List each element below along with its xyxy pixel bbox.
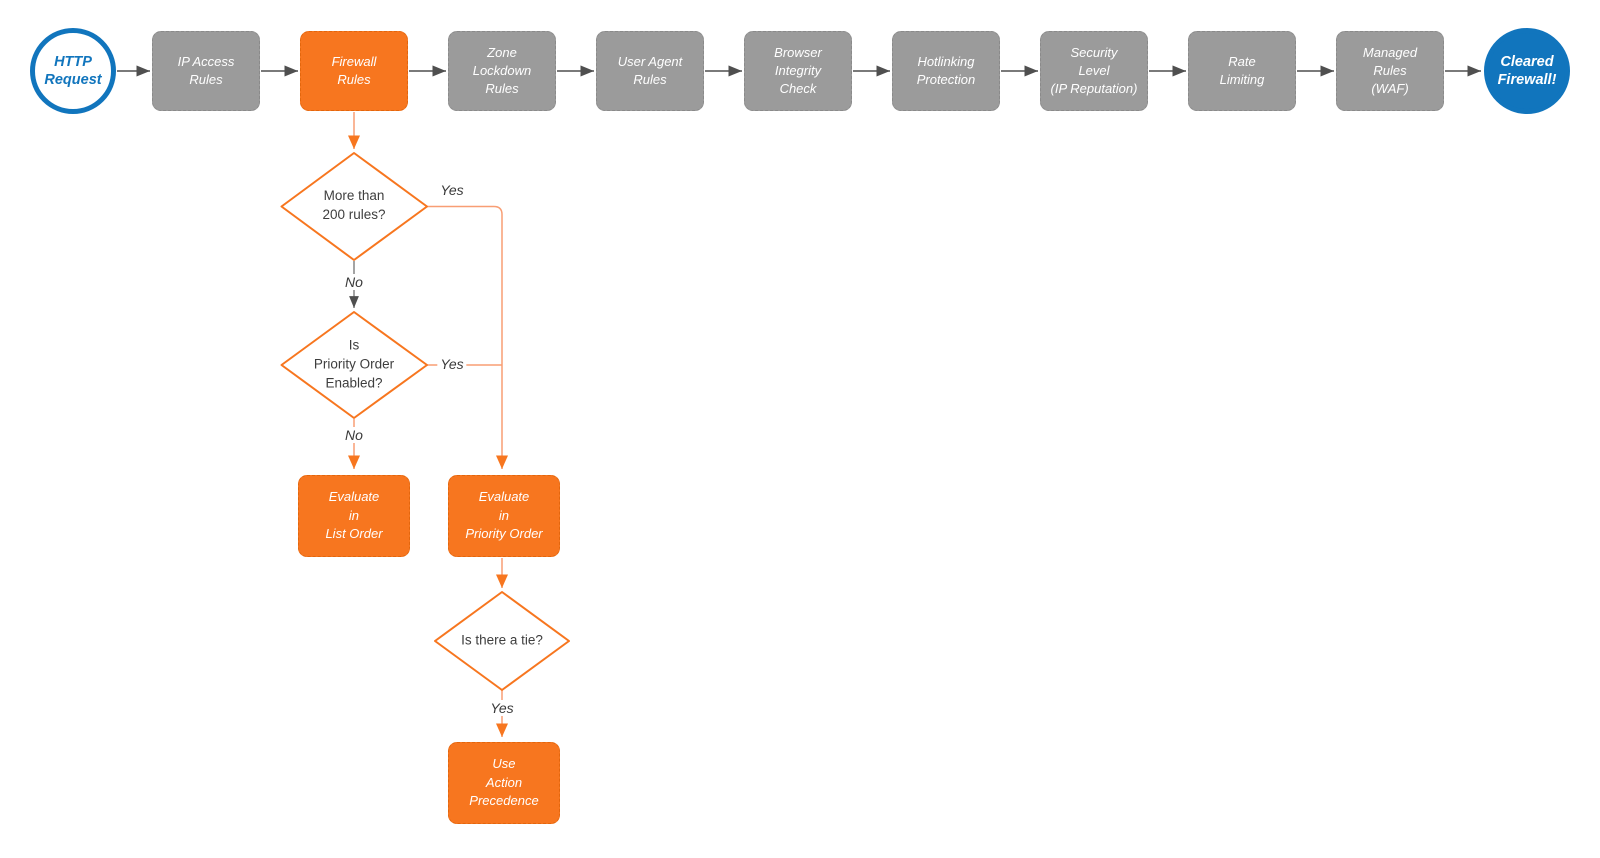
edge-label-decision2-yes: Yes (437, 356, 467, 372)
node-label: HTTP Request (44, 53, 102, 88)
node-security-level: Security Level (IP Reputation) (1040, 31, 1148, 111)
node-http-request: HTTP Request (30, 28, 116, 114)
node-evaluate-priority-order: Evaluate in Priority Order (448, 475, 560, 557)
decision-priority-order-enabled-label: Is Priority Order Enabled? (313, 337, 395, 391)
node-zone-lockdown-rules: Zone Lockdown Rules (448, 31, 556, 111)
node-user-agent-rules: User Agent Rules (596, 31, 704, 111)
node-firewall-rules: Firewall Rules (300, 31, 408, 111)
node-label: Evaluate in List Order (325, 488, 383, 542)
node-label: Browser Integrity Check (774, 45, 822, 96)
node-label: IP Access Rules (177, 54, 235, 87)
node-evaluate-list-order: Evaluate in List Order (298, 475, 410, 557)
decision-is-there-a-tie-label: Is there a tie? (461, 632, 543, 648)
decision-more-than-200-rules-label: More than 200 rules? (322, 188, 386, 222)
diamond-priority-order-enabled (280, 311, 428, 419)
node-label: Zone Lockdown Rules (472, 45, 532, 96)
node-label: Rate Limiting (1219, 54, 1265, 87)
edge-label-decision3-yes: Yes (487, 700, 517, 716)
node-cleared-firewall: Cleared Firewall! (1484, 28, 1570, 114)
diamond-more-than-200-rules (280, 152, 428, 261)
node-rate-limiting: Rate Limiting (1188, 31, 1296, 111)
node-browser-integrity-check: Browser Integrity Check (744, 31, 852, 111)
edge-label-decision1-no: No (342, 274, 366, 290)
diamond-is-there-a-tie (434, 591, 570, 691)
node-label: Managed Rules (WAF) (1362, 45, 1418, 96)
edge-label-decision1-yes: Yes (437, 182, 467, 198)
node-ip-access-rules: IP Access Rules (152, 31, 260, 111)
decision-diamonds (280, 152, 570, 691)
node-label: Security Level (IP Reputation) (1050, 45, 1138, 96)
edge-label-decision2-no: No (342, 427, 366, 443)
node-label: Firewall Rules (331, 54, 377, 87)
node-hotlinking-protection: Hotlinking Protection (892, 31, 1000, 111)
node-label: Hotlinking Protection (916, 54, 976, 87)
node-label: Use Action Precedence (469, 755, 539, 809)
node-use-action-precedence: Use Action Precedence (448, 742, 560, 824)
arrow-decision1-yes (427, 205, 508, 469)
node-label: User Agent Rules (617, 54, 683, 87)
node-managed-rules-waf: Managed Rules (WAF) (1336, 31, 1444, 111)
node-label: Evaluate in Priority Order (465, 488, 543, 542)
node-label: Cleared Firewall! (1497, 53, 1557, 88)
